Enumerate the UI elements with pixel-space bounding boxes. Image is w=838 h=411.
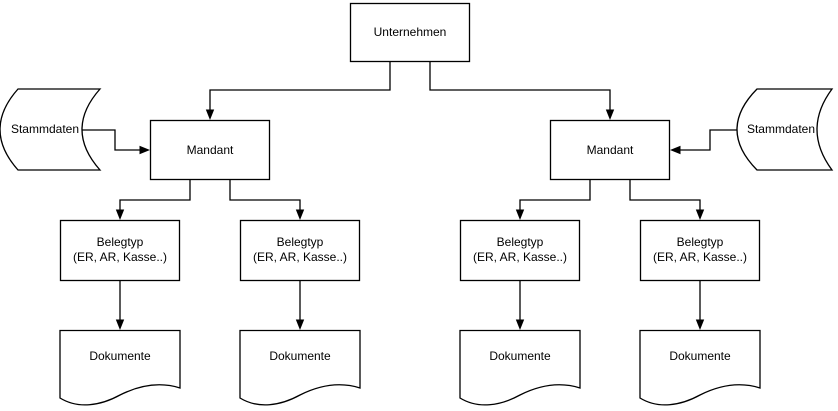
stammdaten-left-shape bbox=[0, 88, 102, 171]
dokumente-4-shape bbox=[639, 329, 761, 406]
belegtyp-3-box bbox=[459, 219, 581, 282]
edge-stammdaten-right-mandant-right bbox=[680, 129, 737, 151]
belegtyp-2-box bbox=[239, 219, 361, 282]
edge-mandant-left-belegtyp-2 bbox=[229, 180, 301, 210]
arrowhead-icon bbox=[515, 319, 525, 330]
mandant-right-box bbox=[549, 119, 671, 181]
arrowhead-icon bbox=[139, 145, 150, 155]
arrowhead-icon bbox=[295, 209, 305, 220]
arrowhead-icon bbox=[515, 209, 525, 220]
arrowhead-icon bbox=[115, 319, 125, 330]
edge-unternehmen-mandant-right bbox=[429, 61, 611, 110]
arrowhead-icon bbox=[695, 209, 705, 220]
dokumente-1-shape bbox=[59, 329, 181, 406]
belegtyp-1-box bbox=[59, 219, 181, 282]
mandant-left-box bbox=[149, 119, 271, 181]
belegtyp-4-box bbox=[639, 219, 761, 282]
arrowhead-icon bbox=[695, 319, 705, 330]
dokumente-2-shape bbox=[239, 329, 361, 406]
dokumente-3-shape bbox=[459, 329, 581, 406]
edge-mandant-right-belegtyp-4 bbox=[629, 180, 701, 210]
edge-stammdaten-left-mandant-left bbox=[82, 129, 140, 151]
edge-unternehmen-mandant-left bbox=[209, 61, 391, 110]
arrowhead-icon bbox=[670, 145, 681, 155]
edge-mandant-left-belegtyp-1 bbox=[119, 180, 191, 210]
unternehmen-box bbox=[349, 2, 471, 63]
arrowhead-icon bbox=[295, 319, 305, 330]
edge-mandant-right-belegtyp-3 bbox=[519, 180, 591, 210]
arrowhead-icon bbox=[115, 209, 125, 220]
arrowhead-icon bbox=[605, 109, 615, 120]
stammdaten-right-shape bbox=[736, 88, 834, 171]
arrowhead-icon bbox=[205, 109, 215, 120]
